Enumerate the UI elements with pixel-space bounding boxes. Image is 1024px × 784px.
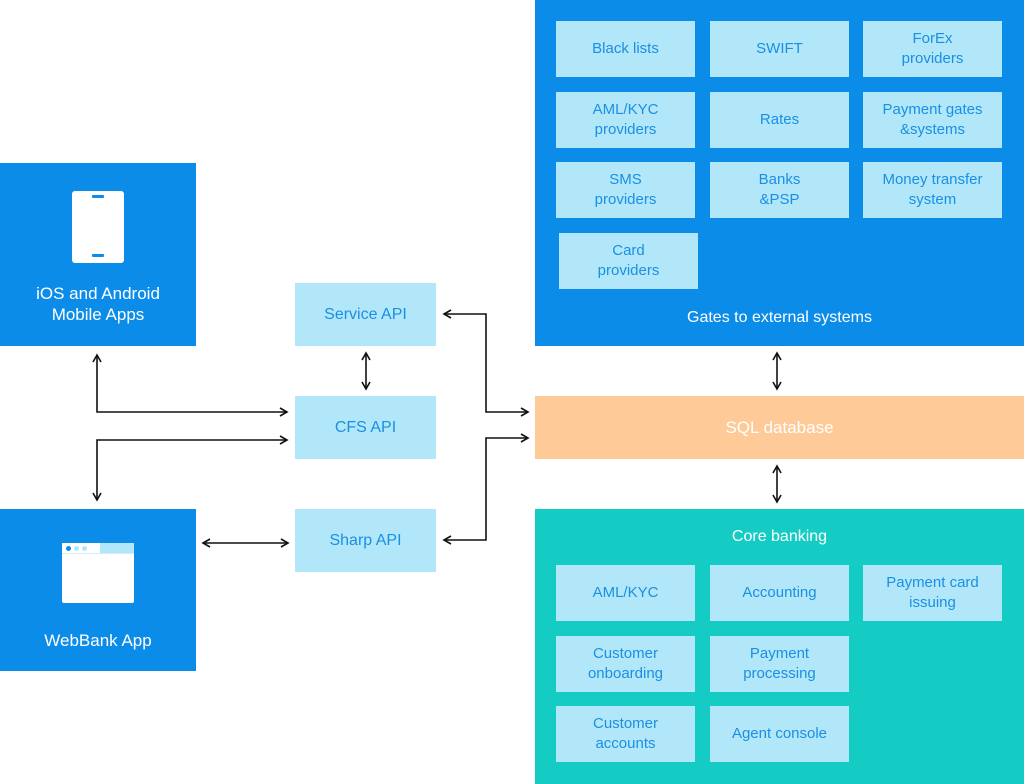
gate-item: ForEx providers	[863, 21, 1002, 77]
gate-item: AML/KYC providers	[556, 92, 695, 148]
browser-window-icon	[62, 543, 134, 603]
arrow-sharp-sql	[442, 433, 530, 545]
gate-item: Money transfer system	[863, 162, 1002, 218]
arrow-mobile-cfs	[92, 353, 289, 417]
core-banking-panel: Core banking AML/KYC Accounting Payment …	[535, 509, 1024, 784]
gate-item: SMS providers	[556, 162, 695, 218]
cfs-api-box: CFS API	[295, 396, 436, 459]
core-item: Payment processing	[710, 636, 849, 692]
core-item: Payment card issuing	[863, 565, 1002, 621]
core-item: Customer onboarding	[556, 636, 695, 692]
mobile-apps-panel: iOS and Android Mobile Apps	[0, 163, 196, 346]
service-api-box: Service API	[295, 283, 436, 346]
sql-database-box: SQL database	[535, 396, 1024, 459]
gate-item: Payment gates &systems	[863, 92, 1002, 148]
arrow-service-sql	[442, 309, 530, 417]
gate-item: Banks &PSP	[710, 162, 849, 218]
webbank-app-panel: WebBank App	[0, 509, 196, 671]
mobile-apps-label: iOS and Android Mobile Apps	[36, 284, 160, 324]
core-item: AML/KYC	[556, 565, 695, 621]
core-banking-title: Core banking	[731, 528, 828, 545]
gates-title: Gates to external systems	[687, 309, 872, 326]
mobile-phone-icon	[72, 191, 124, 263]
core-item: Customer accounts	[556, 706, 695, 762]
gate-item: SWIFT	[710, 21, 849, 77]
arrow-cfs-webbank	[92, 435, 289, 502]
gate-item: Rates	[710, 92, 849, 148]
gate-item: Card providers	[559, 233, 698, 289]
gate-item: Black lists	[556, 21, 695, 77]
webbank-app-label: WebBank App	[44, 631, 152, 650]
core-item: Agent console	[710, 706, 849, 762]
sharp-api-box: Sharp API	[295, 509, 436, 572]
gates-panel: Black lists SWIFT ForEx providers AML/KY…	[535, 0, 1024, 346]
core-item: Accounting	[710, 565, 849, 621]
